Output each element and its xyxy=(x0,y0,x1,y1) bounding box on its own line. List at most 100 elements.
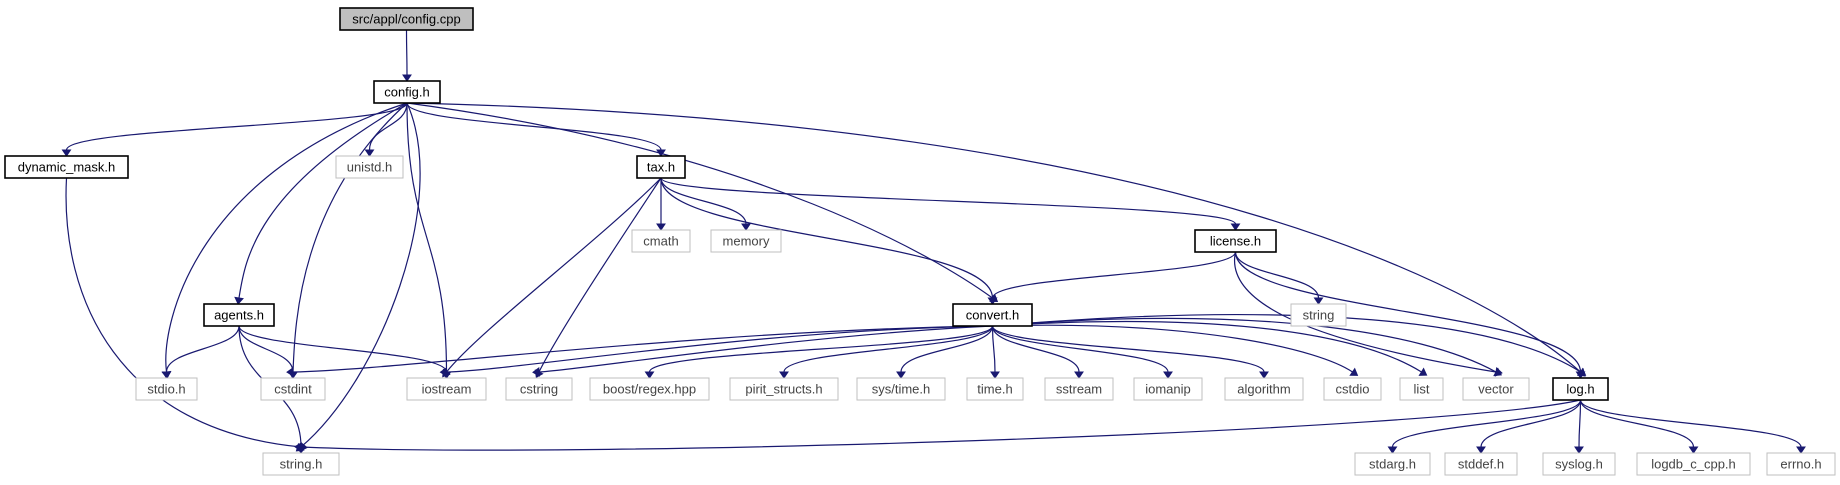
edge-line xyxy=(783,325,994,373)
edge-config_h-to-unistd_h xyxy=(364,102,408,157)
edge-line xyxy=(1579,399,1802,448)
node-label: cstring xyxy=(520,381,558,396)
node-label: pirit_structs.h xyxy=(745,381,822,396)
edge-convert_h-to-algorithm xyxy=(991,325,1269,379)
node-syslog-h: syslog.h xyxy=(1542,452,1616,476)
edge-arrowhead xyxy=(234,296,244,305)
edge-convert_h-to-list xyxy=(992,320,1428,376)
edge-tax_h-to-iostream xyxy=(442,177,662,378)
node-dynamic-mask-h[interactable]: dynamic_mask.h xyxy=(4,155,129,179)
edge-line xyxy=(991,325,1169,373)
edge-license_h-to-convert_h xyxy=(987,251,1237,305)
node-tax-h[interactable]: tax.h xyxy=(636,155,686,179)
edge-line xyxy=(446,177,662,373)
node-label: algorithm xyxy=(1237,381,1290,396)
edge-convert_h-to-cstdio xyxy=(992,324,1359,376)
edge-log_h-to-string_h xyxy=(294,399,1581,452)
edge-arrowhead xyxy=(1074,371,1084,379)
edge-arrowhead xyxy=(990,371,1000,379)
edge-line xyxy=(1233,251,1497,373)
edge-line xyxy=(406,102,662,151)
node-box xyxy=(1636,452,1751,476)
edge-line xyxy=(1234,251,1320,299)
edge-line xyxy=(660,177,747,225)
node-sys-time: sys/time.h xyxy=(856,377,946,401)
edge-config_h-to-tax_h xyxy=(406,102,666,157)
edge-config_h-to-dynamic_mask_h xyxy=(61,102,408,157)
node-config-h[interactable]: config.h xyxy=(373,80,441,104)
edge-arrowhead xyxy=(779,371,789,379)
node-iostream: iostream xyxy=(406,377,487,401)
edge-line xyxy=(991,325,996,373)
edge-line xyxy=(406,102,993,299)
edge-convert_h-to-log_h xyxy=(992,314,1587,376)
node-boost-regex: boost/regex.hpp xyxy=(589,377,710,401)
edge-arrowhead xyxy=(402,74,412,82)
node-box xyxy=(1133,377,1203,401)
node-box xyxy=(856,377,946,401)
node-label: tax.h xyxy=(647,159,675,174)
node-config-cpp[interactable]: src/appl/config.cpp xyxy=(339,7,474,31)
node-label: sstream xyxy=(1056,381,1102,396)
node-label: vector xyxy=(1478,381,1514,396)
edge-arrowhead xyxy=(656,223,666,231)
edge-line xyxy=(1391,399,1582,448)
edge-tax_h-to-cmath xyxy=(656,178,666,231)
node-label: log.h xyxy=(1566,381,1594,396)
edge-arrowhead xyxy=(286,367,294,377)
edge-arrowhead xyxy=(1387,446,1398,454)
node-label: string.h xyxy=(280,456,323,471)
node-box xyxy=(1354,452,1431,476)
node-label: cmath xyxy=(643,233,678,248)
edge-line xyxy=(900,325,994,373)
edge-line xyxy=(165,102,408,373)
edge-log_h-to-logdb_c_cpp xyxy=(1579,399,1699,454)
node-box xyxy=(1323,377,1382,401)
node-label: memory xyxy=(723,233,770,248)
edge-line xyxy=(165,325,240,373)
node-string: string xyxy=(1290,303,1347,327)
edge-line xyxy=(1480,399,1582,448)
node-log-h[interactable]: log.h xyxy=(1552,377,1609,401)
node-license-h[interactable]: license.h xyxy=(1194,229,1277,253)
node-time-h: time.h xyxy=(966,377,1024,401)
edge-arrowhead xyxy=(1418,367,1428,376)
edge-arrowhead xyxy=(1349,367,1359,376)
edge-line xyxy=(538,177,662,373)
node-box xyxy=(1194,229,1277,253)
edge-arrowhead xyxy=(1476,446,1486,454)
edge-line xyxy=(992,314,1581,373)
edge-arrowhead xyxy=(987,297,998,305)
node-label: config.h xyxy=(384,84,430,99)
node-convert-h[interactable]: convert.h xyxy=(952,303,1033,327)
node-box xyxy=(373,80,441,104)
edge-arrowhead xyxy=(644,371,655,379)
edge-convert_h-to-cstring xyxy=(532,325,993,377)
node-stdio-h: stdio.h xyxy=(135,377,198,401)
edge-arrowhead xyxy=(896,371,906,379)
node-box xyxy=(203,303,275,327)
node-box xyxy=(1552,377,1609,401)
edge-arrowhead xyxy=(364,149,375,157)
edge-config_h-to-iostream xyxy=(406,102,452,379)
node-box xyxy=(260,377,326,401)
edge-line xyxy=(65,177,302,448)
node-string-h: string.h xyxy=(262,452,340,476)
edge-tax_h-to-license_h xyxy=(660,177,1241,231)
edge-convert_h-to-iostream xyxy=(439,325,993,377)
node-cstdint: cstdint xyxy=(260,377,326,401)
edge-config_cpp-to-config_h xyxy=(402,29,412,82)
node-label: cstdio xyxy=(1336,381,1370,396)
node-iomanip: iomanip xyxy=(1133,377,1203,401)
edge-agents_h-to-iostream xyxy=(238,325,452,379)
node-label: stdio.h xyxy=(147,381,185,396)
node-agents-h[interactable]: agents.h xyxy=(203,303,275,327)
edge-line xyxy=(292,325,993,373)
edge-license_h-to-vector xyxy=(1233,251,1503,377)
edge-arrowhead xyxy=(1577,367,1587,376)
node-label: iostream xyxy=(422,381,472,396)
node-box xyxy=(966,377,1024,401)
edge-arrowhead xyxy=(1163,371,1173,379)
edge-line xyxy=(300,399,1581,451)
node-unistd-h: unistd.h xyxy=(335,155,404,179)
